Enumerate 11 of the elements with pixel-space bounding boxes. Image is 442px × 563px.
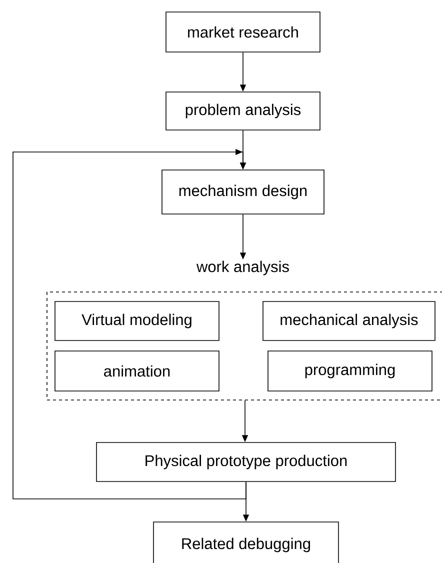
arrow [12, 148, 246, 500]
process-box: problem analysis [166, 92, 320, 130]
process-box: programming [268, 350, 432, 392]
process-box: animation [54, 350, 220, 392]
process-box: market research [166, 12, 320, 52]
process-box: Physical prototype production [96, 442, 396, 482]
process-box: Related debugging [153, 522, 339, 563]
process-box: mechanism design [162, 170, 324, 214]
process-box: Virtual modeling [54, 301, 220, 341]
group-heading: work analysis [196, 260, 289, 276]
process-box: mechanical analysis [262, 301, 436, 341]
